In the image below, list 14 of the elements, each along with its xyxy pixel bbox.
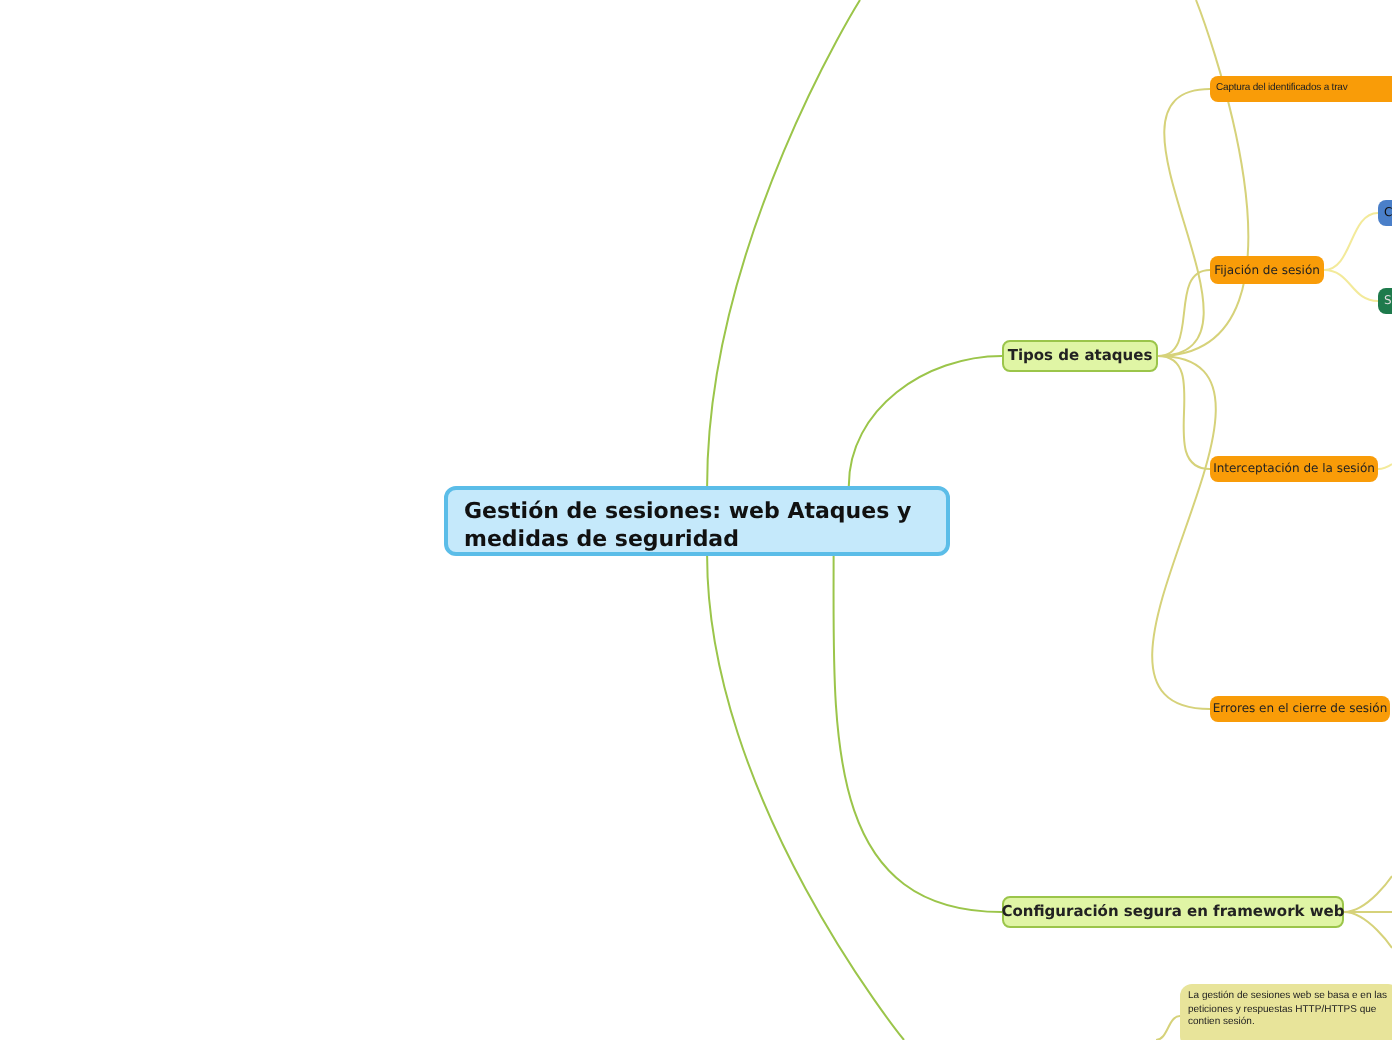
connector-line: [1343, 911, 1392, 913]
connector-line: [1157, 0, 1249, 357]
connector-line: [706, 0, 861, 487]
connector-line: [1157, 269, 1211, 357]
connector-line: [1343, 911, 1392, 949]
central-topic-box: Gestión de sesiones: web Ataques y medidas de seguridad: [444, 486, 950, 556]
connector-line: [1155, 1015, 1181, 1040]
connector-line: [832, 555, 1003, 913]
connector-line: [1157, 88, 1211, 357]
connector-line: [1377, 463, 1392, 470]
connector-line: [1151, 355, 1217, 710]
connector-line: [1343, 875, 1392, 913]
connector-line: [847, 355, 1003, 487]
connector-line: [706, 555, 905, 1040]
